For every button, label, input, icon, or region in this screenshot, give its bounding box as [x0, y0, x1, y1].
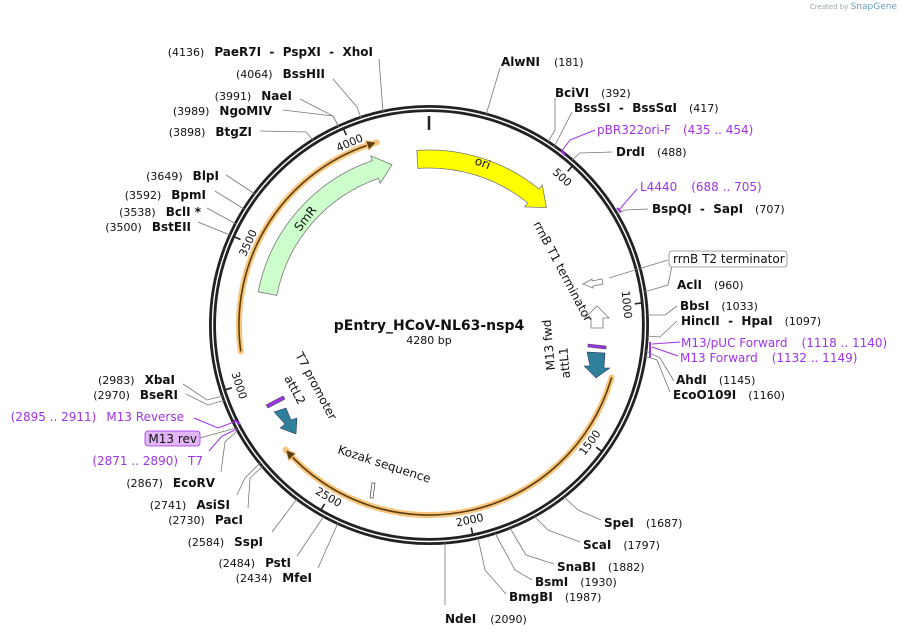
- tick-label: 2000: [455, 511, 485, 529]
- enzyme-labels-left: (2434)MfeI (2484)PstI (2584)SspI (2730)P…: [11, 45, 373, 585]
- enzyme-label[interactable]: (2484)PstI: [218, 556, 291, 570]
- enzyme-label[interactable]: (2584)SspI: [188, 535, 263, 549]
- enzyme-label[interactable]: BssSI - BssSαI(417): [574, 101, 719, 115]
- enzyme-label[interactable]: (4136)PaeR7I - PspXI - XhoI: [168, 45, 373, 59]
- enzyme-label[interactable]: DrdI(488): [616, 145, 687, 159]
- tick-label: 1000: [619, 290, 635, 319]
- primer-label[interactable]: pBR322ori-F(435 .. 454): [597, 123, 753, 137]
- tick-label: 3000: [228, 370, 249, 401]
- enzyme-label[interactable]: SnaBI(1882): [557, 560, 644, 574]
- plasmid-length: 4280 bp: [406, 334, 451, 347]
- smr-feature: [257, 155, 393, 296]
- rrnb-t2-label[interactable]: rrnB T2 terminator: [673, 252, 785, 266]
- m13-fwd-primer: [587, 343, 607, 350]
- orf-arrowhead: [284, 448, 297, 462]
- snapgene-logo: SnapGene: [850, 2, 897, 12]
- enzyme-label[interactable]: (2730)PacI: [168, 513, 243, 527]
- enzyme-label[interactable]: BciVI(392): [555, 86, 631, 100]
- leader-lines: [182, 58, 681, 605]
- enzyme-label[interactable]: (2867)EcoRV: [126, 476, 215, 490]
- rrnb-t1-arrow: [584, 305, 610, 329]
- primer-label[interactable]: M13 Forward(1132 .. 1149): [680, 351, 857, 365]
- tick-mark: [470, 527, 474, 535]
- ori-feature: [416, 149, 547, 209]
- backbone-ring: [209, 105, 649, 545]
- credit-prefix: Created by: [809, 3, 849, 11]
- primer-label[interactable]: (2871 .. 2890)T7: [92, 454, 203, 468]
- backbone-gap: [211, 107, 647, 543]
- enzyme-label[interactable]: (3592)BpmI: [125, 188, 206, 202]
- t7-promoter-primer: [265, 395, 286, 409]
- attl1-label[interactable]: attL1: [556, 347, 573, 379]
- enzyme-labels-right: AlwNI(181) BciVI(392) BssSI - BssSαI(417…: [445, 55, 887, 626]
- enzyme-label[interactable]: HincII - HpaI(1097): [681, 314, 821, 328]
- enzyme-label[interactable]: BmgBI(1987): [509, 590, 601, 604]
- m13-rev-label[interactable]: M13 rev: [148, 432, 197, 446]
- rrnb-t2-arrow: [582, 278, 604, 289]
- attl2-arrow: [273, 407, 298, 435]
- orf-arrowhead: [364, 139, 378, 152]
- rrnb-t2-box[interactable]: [668, 250, 788, 268]
- primer-label[interactable]: M13/pUC Forward(1118 .. 1140): [681, 336, 887, 350]
- kozak-mark: [369, 482, 376, 499]
- features: [233, 139, 651, 518]
- orf-arc: [284, 377, 613, 516]
- tick-mark: [634, 302, 642, 305]
- tick-mark: [595, 446, 603, 452]
- enzyme-label[interactable]: (3991)NaeI: [215, 89, 292, 103]
- enzyme-label[interactable]: ScaI(1797): [583, 538, 660, 552]
- enzyme-label[interactable]: BspQI - SapI(707): [652, 202, 785, 216]
- enzyme-label[interactable]: SpeI(1687): [604, 516, 682, 530]
- enzyme-label[interactable]: AlwNI(181): [501, 55, 584, 69]
- enzyme-label[interactable]: (3500)BstEII: [105, 220, 191, 234]
- orf-arc: [238, 141, 377, 352]
- enzyme-label[interactable]: (4064)BssHII: [236, 67, 325, 81]
- enzyme-label[interactable]: (3989)NgoMIV: [173, 104, 273, 118]
- enzyme-label[interactable]: (2983)XbaI: [98, 373, 175, 387]
- enzyme-label[interactable]: AclI(960): [677, 278, 744, 292]
- m13-fwd-label[interactable]: M13 fwd: [540, 319, 558, 371]
- tick-mark: [233, 235, 241, 241]
- primer-site-mark: [233, 419, 241, 425]
- enzyme-label[interactable]: (3898)BtgZI: [169, 125, 252, 139]
- tick-mark: [320, 503, 326, 511]
- enzyme-label[interactable]: (3538)BclI *: [119, 205, 202, 219]
- plasmid-name: pEntry_HCoV-NL63-nsp4: [334, 318, 525, 334]
- enzyme-label[interactable]: (2741)AsiSI: [150, 498, 230, 512]
- primer-label[interactable]: L4440(688 .. 705): [640, 180, 762, 194]
- enzyme-label[interactable]: EcoO109I(1160): [673, 388, 785, 402]
- attl1-arrow: [583, 351, 611, 379]
- enzyme-label[interactable]: (2434)MfeI: [236, 571, 312, 585]
- snapgene-credit: Created by SnapGene: [810, 2, 897, 12]
- kozak-label[interactable]: Kozak sequence: [336, 443, 432, 486]
- rrnb-t1-label[interactable]: rrnB T1 terminator: [530, 219, 595, 324]
- m13-rev-box[interactable]: [144, 430, 201, 447]
- tick-mark: [342, 128, 348, 136]
- enzyme-label[interactable]: BsmI(1930): [535, 575, 617, 589]
- enzyme-label[interactable]: BbsI(1033): [680, 299, 758, 313]
- ori-label[interactable]: ori: [473, 154, 492, 172]
- enzyme-label[interactable]: AhdI(1145): [676, 373, 755, 387]
- enzyme-label[interactable]: NdeI(2090): [445, 612, 527, 626]
- enzyme-label[interactable]: (3649)BlpI: [146, 169, 219, 183]
- tick-mark: [224, 387, 233, 391]
- tick-mark: [567, 165, 573, 172]
- enzyme-label[interactable]: (2970)BseRI: [93, 388, 178, 402]
- primer-label[interactable]: (2895 .. 2911)M13 Reverse: [11, 410, 184, 424]
